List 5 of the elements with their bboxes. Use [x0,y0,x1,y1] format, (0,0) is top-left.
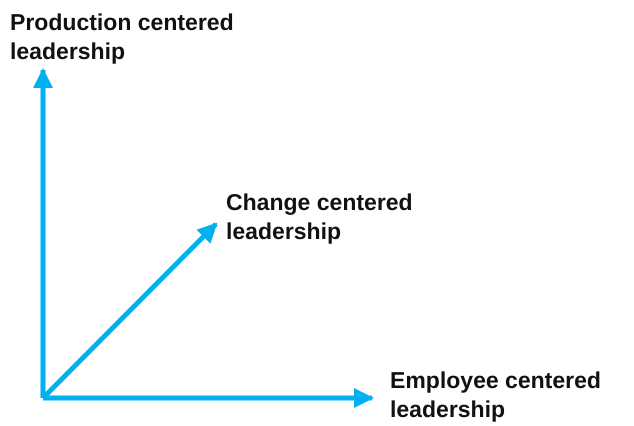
axis-label: Employee centered leadership [390,366,630,424]
axis-label: Change centered leadership [226,188,486,246]
arrow [33,68,53,398]
arrow [43,388,374,408]
axis-label: Production centered leadership [10,8,270,66]
